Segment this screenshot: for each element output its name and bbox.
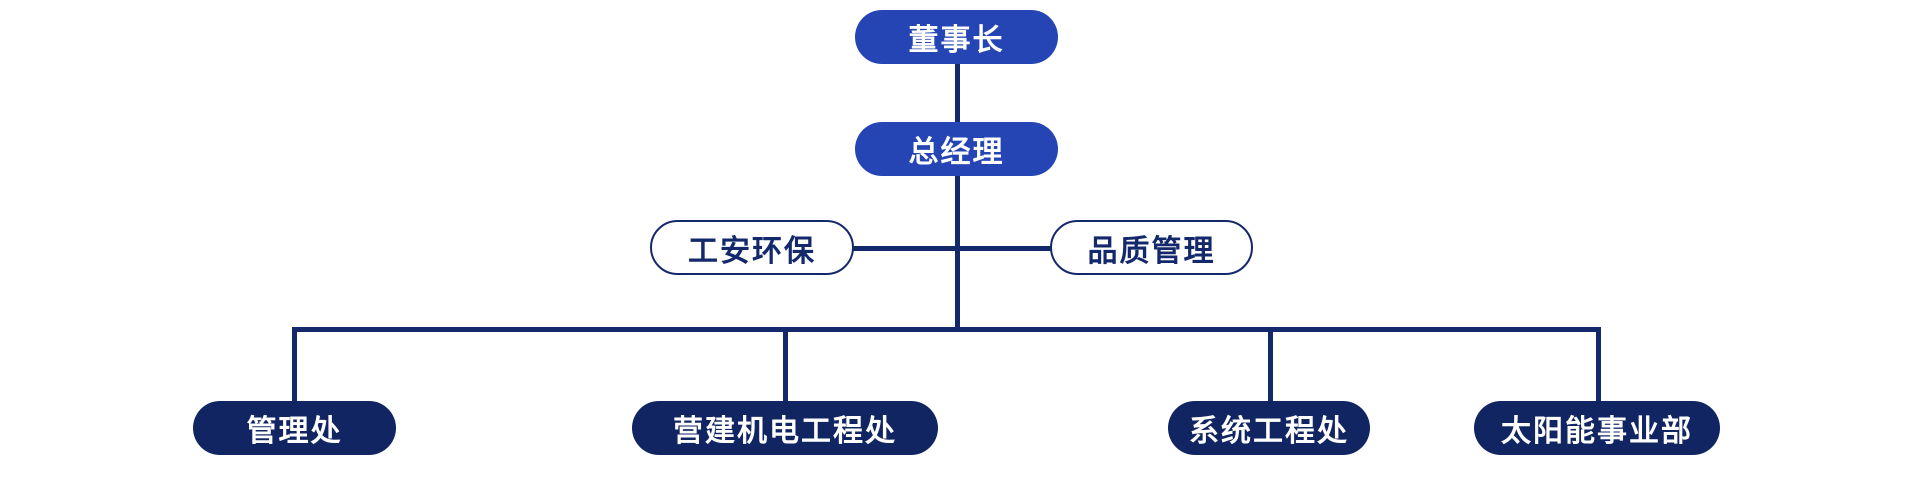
connector-gm-trunk (955, 175, 960, 330)
node-department: 系统工程处 (1168, 401, 1370, 455)
connector-dept-bus (292, 327, 1601, 332)
connector-drop-dept-3 (1268, 327, 1273, 404)
node-staff-right: 品质管理 (1050, 220, 1253, 275)
node-department: 太阳能事业部 (1474, 401, 1720, 455)
node-general-manager: 总经理 (855, 122, 1058, 176)
connector-staff-horizontal (852, 246, 1052, 251)
node-chairman: 董事长 (855, 10, 1058, 64)
node-staff-left: 工安环保 (650, 220, 854, 275)
connector-drop-dept-4 (1596, 327, 1601, 404)
connector-chairman-to-gm (955, 62, 960, 124)
node-department: 管理处 (193, 401, 396, 455)
node-department: 营建机电工程处 (632, 401, 938, 455)
connector-drop-dept-1 (292, 327, 297, 404)
connector-drop-dept-2 (783, 327, 788, 404)
